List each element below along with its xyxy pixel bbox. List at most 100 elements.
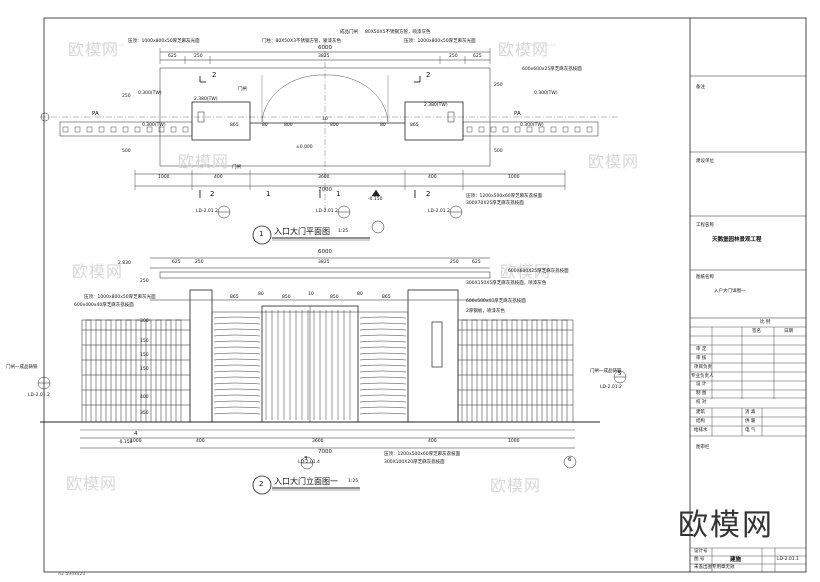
- watermark: 欧模网: [72, 262, 124, 281]
- plan-section-mark: 1: [336, 190, 341, 198]
- gate-slat: [359, 340, 407, 343]
- plan-title-number: 1: [259, 230, 264, 238]
- plan-dim: 400: [214, 175, 223, 180]
- plan-dim: 625: [168, 54, 177, 59]
- elev-total-top: 6000: [318, 249, 332, 255]
- elevation-fence-left: [82, 319, 190, 423]
- plan-annotation: 600x600x25厚芝麻灰荔枝面: [522, 67, 582, 72]
- gate-slat: [213, 358, 261, 361]
- tb-logo: 欧模网: [678, 508, 774, 543]
- gate-slat: [213, 328, 261, 331]
- plan-title: 入口大门平面图: [274, 227, 330, 236]
- tb-ratio-label: 比 例: [760, 320, 771, 325]
- elev-dim: 80: [258, 292, 264, 297]
- plan-section-mark: 1: [266, 190, 271, 198]
- plan-annotation: 压顶：1200x500x60厚芝麻灰荔枝面: [466, 194, 543, 199]
- tb-row: 审 核: [696, 356, 707, 361]
- gate-slat: [213, 316, 261, 319]
- elev-side-dim: 400: [140, 395, 149, 400]
- plan-detail-ref: LD-2.01.2: [428, 209, 450, 214]
- tb-disc: 结构: [696, 419, 705, 424]
- plan-annotation: 成品门闸: [340, 30, 358, 35]
- watermark-url: www.om.cn: [98, 43, 124, 48]
- gate-slat: [213, 346, 261, 349]
- plan-total-top: 6000: [318, 45, 332, 51]
- tb-row: 审 定: [696, 347, 707, 352]
- plan-section-mark: 2: [426, 190, 431, 198]
- gate-slat: [213, 370, 261, 373]
- fence-post: [521, 319, 528, 423]
- elev-dim: 1000: [508, 439, 520, 444]
- tb-row: 项目负责: [694, 365, 712, 370]
- plan-dim: 10: [322, 117, 328, 122]
- tb-sign-col: 签名: [752, 329, 761, 334]
- plan-level: ±0.000: [296, 145, 313, 150]
- fence-post: [561, 319, 568, 423]
- watermark: 欧模网: [490, 476, 542, 495]
- fence-post: [165, 319, 172, 423]
- gate-slat: [359, 346, 407, 349]
- plan-level: -0.150: [368, 197, 383, 202]
- elev-total-bottom: 7000: [318, 449, 332, 455]
- sheet-size: A2 594x420: [58, 572, 86, 577]
- plan-scale: 1:25: [338, 229, 349, 234]
- tb-disc: 电 气: [745, 428, 756, 433]
- elev-dim: 625: [472, 260, 481, 265]
- fence-post: [541, 319, 548, 423]
- watermark: 欧模网: [66, 474, 118, 493]
- plan-dim: 250: [194, 54, 203, 59]
- plan-dim: 1000: [508, 175, 520, 180]
- gate-slat: [359, 370, 407, 373]
- elev-mark: 4: [134, 431, 138, 437]
- plan-dim: 400: [428, 175, 437, 180]
- gate-slat: [359, 388, 407, 391]
- tb-disc: 建筑: [696, 410, 705, 415]
- elev-dim: 850: [282, 295, 291, 300]
- tb-row: 制 图: [696, 391, 707, 396]
- gate-slat: [359, 382, 407, 385]
- tb-row: 设 计: [696, 382, 707, 387]
- plan-dim: 800: [284, 123, 293, 128]
- plan-level: 2.380(TW): [194, 97, 218, 102]
- plan-pa-left: PA: [92, 111, 99, 117]
- elev-side-dim: 350: [140, 411, 149, 416]
- elev-dim: 80: [357, 292, 363, 297]
- gate-slat: [359, 334, 407, 337]
- tb-drawing-name: 入户大门详图一: [714, 289, 746, 294]
- plan-view: [40, 40, 620, 245]
- plan-side-dim: 500: [122, 149, 131, 154]
- elev-title-number: 2: [259, 480, 264, 488]
- gate-slat: [213, 406, 261, 409]
- tb-project-label: 工程名称: [696, 223, 714, 228]
- plan-gate-label: 门闸: [238, 87, 247, 92]
- tb-remark-label: 备注: [696, 85, 705, 90]
- elev-side-dim: 250: [140, 279, 149, 284]
- plan-dim: 625: [473, 54, 482, 59]
- elev-detail-ref: LD-2.01.4: [298, 460, 320, 465]
- gate-slat: [359, 328, 407, 331]
- elev-annotation: 门闸一成品铸铁: [6, 365, 38, 370]
- elev-annotation: 600x500x40厚芝麻灰荔枝面: [466, 299, 526, 304]
- watermark: 欧模网: [588, 152, 640, 171]
- tb-sign-col: 日期: [784, 329, 793, 334]
- plan-side-dim: 250: [122, 94, 131, 99]
- elev-dim: 250: [450, 260, 459, 265]
- elev-side-dim: 300: [140, 319, 149, 324]
- fence-post: [115, 319, 122, 423]
- elev-detail-ref: LD-2.01.2: [600, 385, 622, 390]
- plan-level: 2.380(TW): [424, 103, 448, 108]
- fence-post: [145, 319, 152, 423]
- gate-slat: [359, 394, 407, 397]
- fence-post: [155, 319, 162, 423]
- elev-dim: 625: [172, 260, 181, 265]
- gate-slat: [359, 358, 407, 361]
- fence-post: [491, 319, 498, 423]
- tb-project-name: 天鹅堡园林景观工程: [712, 237, 762, 243]
- elev-mark: 6: [568, 457, 572, 463]
- elev-level: 2.830: [118, 261, 131, 266]
- elevation-fence-right: [458, 319, 573, 423]
- elev-annotation: 压顶：1000x800x50厚芝麻灰光面: [84, 295, 156, 300]
- fence-post: [531, 319, 538, 423]
- elev-scale: 1:25: [348, 479, 359, 484]
- plan-dim: 3600: [318, 175, 330, 180]
